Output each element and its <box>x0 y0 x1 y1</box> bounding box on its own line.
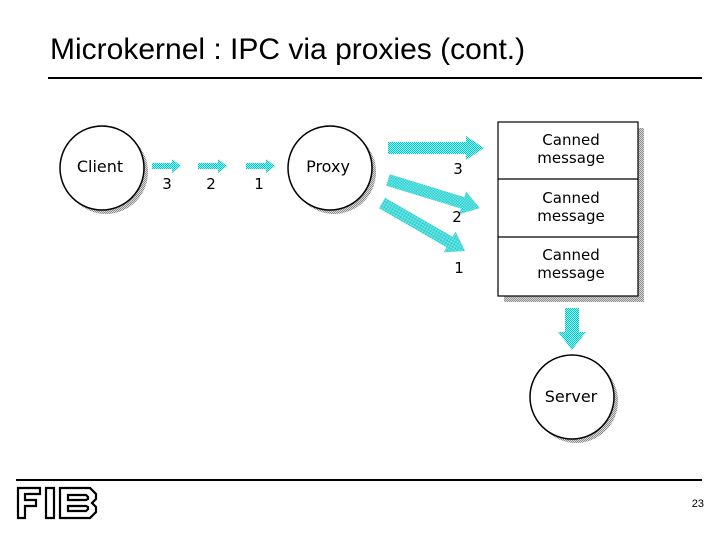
page-number: 23 <box>691 498 704 510</box>
footer-divider <box>16 479 702 481</box>
canned-message-box: Canned message <box>537 131 604 167</box>
queue-label: 1 <box>254 175 264 193</box>
client-node: Client <box>59 125 148 214</box>
arrow-label: 1 <box>454 259 464 277</box>
fib-logo-icon <box>16 486 98 520</box>
message-arrow <box>388 136 484 160</box>
arrow-label: 3 <box>453 160 463 178</box>
server-node: Server <box>529 354 618 443</box>
client-label: Client <box>77 157 123 176</box>
queue-arrow <box>246 159 275 173</box>
message-to-server-arrow <box>558 308 586 350</box>
canned-message-stack: Canned message Canned message Canned mes… <box>497 121 644 302</box>
proxy-node: Proxy <box>287 125 376 214</box>
queue-arrow <box>198 159 227 173</box>
queue-arrow <box>152 159 181 173</box>
arrow-label: 2 <box>452 208 462 226</box>
client-to-proxy-arrows <box>152 159 275 173</box>
canned-message-line1: Canned <box>542 246 599 264</box>
canned-message-line1: Canned <box>542 189 599 207</box>
proxy-to-message-arrows <box>376 136 484 262</box>
slide-title: Microkernel : IPC via proxies (cont.) <box>50 33 526 66</box>
queue-label: 3 <box>162 175 172 193</box>
canned-message-box: Canned message <box>537 246 604 282</box>
canned-message-line2: message <box>537 264 604 282</box>
server-label: Server <box>545 387 598 406</box>
canned-message-line2: message <box>537 207 604 225</box>
canned-message-line2: message <box>537 149 604 167</box>
canned-message-box: Canned message <box>537 189 604 225</box>
queue-label: 2 <box>206 175 216 193</box>
proxy-label: Proxy <box>306 157 350 176</box>
title-divider <box>48 77 702 79</box>
canned-message-line1: Canned <box>542 131 599 149</box>
